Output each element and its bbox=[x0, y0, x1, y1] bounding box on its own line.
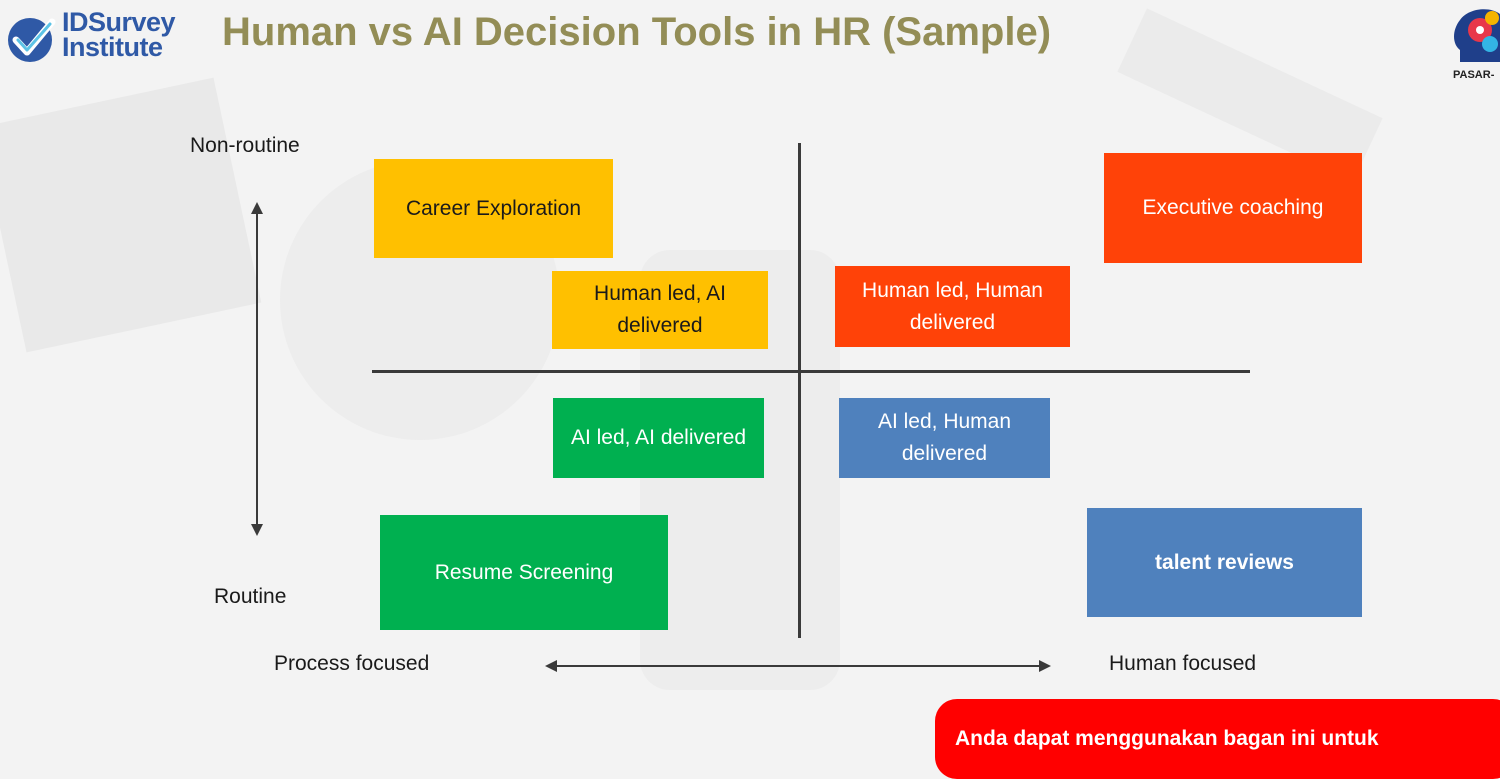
axis-label-process-focused: Process focused bbox=[274, 652, 430, 675]
axis-label-non-routine: Non-routine bbox=[190, 134, 300, 157]
head-gears-icon bbox=[1454, 9, 1500, 62]
box-career-exploration: Career Exploration bbox=[374, 159, 613, 258]
box-human-led-ai-delivered: Human led, AI delivered bbox=[552, 271, 768, 349]
axis-label-routine: Routine bbox=[214, 585, 287, 608]
box-ai-led-human-delivered: AI led, Human delivered bbox=[839, 398, 1050, 478]
logo-text: IDSurvey Institute bbox=[62, 7, 176, 62]
logo-line-2: Institute bbox=[62, 32, 163, 62]
box-ai-led-ai-delivered: AI led, AI delivered bbox=[553, 398, 764, 478]
corner-logo-caption: PASAR- bbox=[1453, 69, 1495, 81]
callout-text: Anda dapat menggunakan bagan ini untuk bbox=[955, 727, 1379, 750]
logo-line-1: IDSurvey bbox=[62, 7, 176, 37]
quadrant-divider-vertical bbox=[798, 143, 801, 638]
box-talent-reviews: talent reviews bbox=[1087, 508, 1362, 617]
idsurvey-logo: IDSurvey Institute bbox=[6, 7, 201, 68]
quadrant-divider-horizontal bbox=[372, 370, 1250, 373]
check-shield-icon bbox=[8, 18, 56, 62]
page-title: Human vs AI Decision Tools in HR (Sample… bbox=[222, 10, 1052, 54]
vertical-axis-arrow bbox=[251, 202, 263, 536]
pasar-logo: PASAR- bbox=[1450, 0, 1500, 85]
box-executive-coaching: Executive coaching bbox=[1104, 153, 1362, 263]
info-callout: Anda dapat menggunakan bagan ini untuk bbox=[935, 699, 1500, 779]
box-resume-screening: Resume Screening bbox=[380, 515, 668, 630]
box-human-led-human-delivered: Human led, Human delivered bbox=[835, 266, 1070, 347]
axis-label-human-focused: Human focused bbox=[1109, 652, 1257, 675]
horizontal-axis-arrow bbox=[545, 660, 1051, 672]
